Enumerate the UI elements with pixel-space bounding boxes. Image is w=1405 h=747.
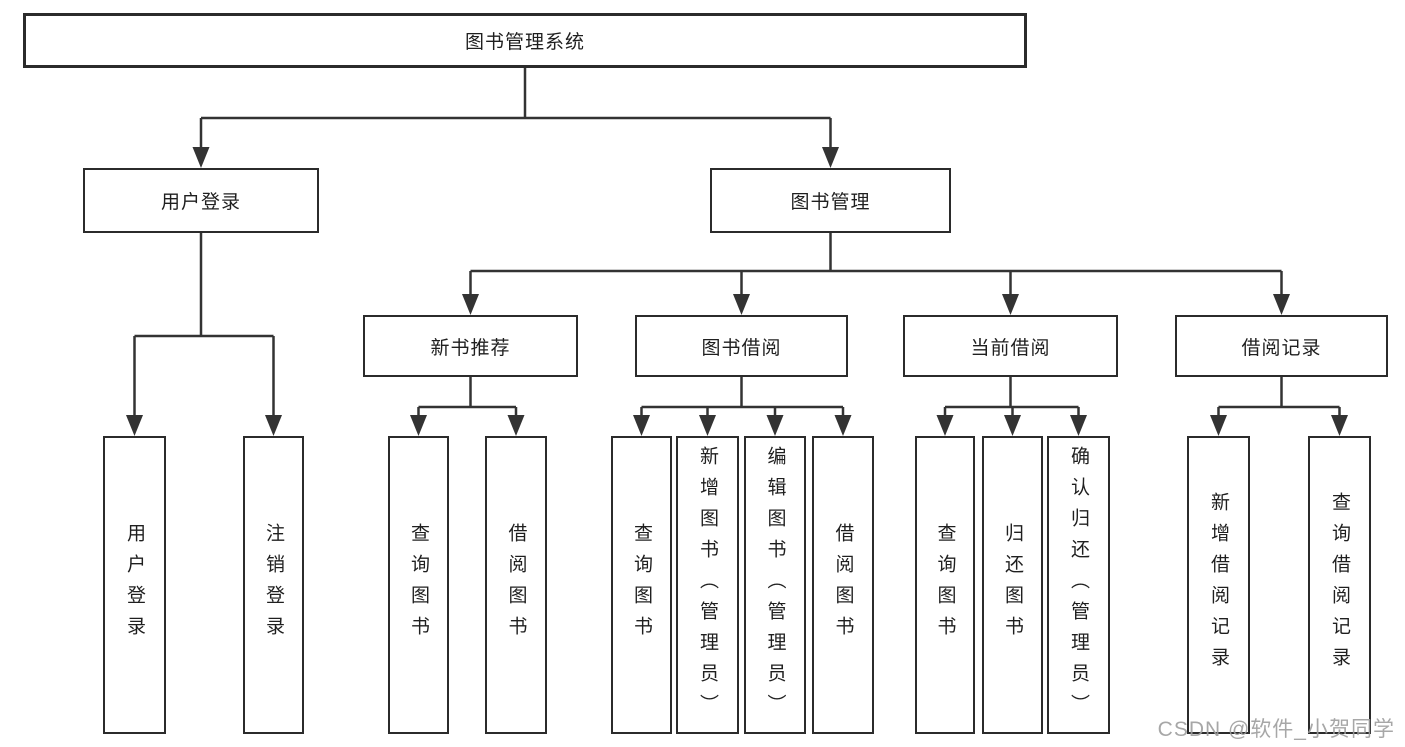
node-book-borrow: 图书借阅: [635, 315, 848, 377]
csdn-watermark: CSDN @软件_小贺同学: [1157, 718, 1395, 741]
leaf-user-login: 用户登录: [103, 436, 166, 734]
leaf-borrow-books-2: 借阅图书: [812, 436, 874, 734]
node-label: 借阅记录: [1241, 337, 1322, 359]
node-label: 注销登录: [263, 523, 284, 647]
leaf-query-borrow-record: 查询借阅记录: [1308, 436, 1371, 734]
node-label: 图书管理: [790, 192, 871, 213]
node-new-book-recommend: 新书推荐: [363, 315, 578, 377]
node-label: 当前借阅: [970, 337, 1051, 359]
node-label: 查询借阅记录: [1329, 492, 1350, 678]
leaf-query-books-2: 查询图书: [611, 436, 672, 734]
node-label: 确认归还（管理员）: [1068, 445, 1089, 725]
leaf-edit-book-admin: 编辑图书（管理员）: [744, 436, 806, 734]
node-user-login: 用户登录: [83, 168, 319, 233]
arrowheads: [126, 147, 1348, 436]
leaf-borrow-books-1: 借阅图书: [485, 436, 547, 734]
node-label: 图书管理系统: [464, 32, 585, 53]
node-label: 查询图书: [934, 523, 956, 647]
leaf-query-books-3: 查询图书: [915, 436, 975, 734]
node-label: 借阅图书: [832, 523, 854, 647]
leaf-add-book-admin: 新增图书（管理员）: [676, 436, 739, 734]
node-label: 新增图书（管理员）: [697, 445, 718, 725]
leaf-query-books-1: 查询图书: [388, 436, 449, 734]
node-label: 查询图书: [408, 523, 429, 647]
node-label: 编辑图书（管理员）: [764, 445, 786, 725]
node-label: 新书推荐: [430, 337, 511, 359]
node-label: 新增借阅记录: [1208, 492, 1229, 678]
node-label: 归还图书: [1002, 523, 1023, 647]
node-book-management: 图书管理: [710, 168, 951, 233]
node-label: 图书借阅: [701, 337, 782, 359]
node-current-borrow: 当前借阅: [903, 315, 1118, 377]
node-root-system: 图书管理系统: [23, 13, 1027, 68]
leaf-add-borrow-record: 新增借阅记录: [1187, 436, 1250, 734]
leaf-return-book: 归还图书: [982, 436, 1043, 734]
leaf-logout: 注销登录: [243, 436, 304, 734]
node-label: 查询图书: [631, 523, 652, 647]
node-borrow-records: 借阅记录: [1175, 315, 1388, 377]
node-label: 用户登录: [160, 192, 241, 213]
node-label: 用户登录: [124, 523, 145, 647]
node-label: 借阅图书: [505, 523, 527, 647]
leaf-confirm-return-admin: 确认归还（管理员）: [1047, 436, 1110, 734]
